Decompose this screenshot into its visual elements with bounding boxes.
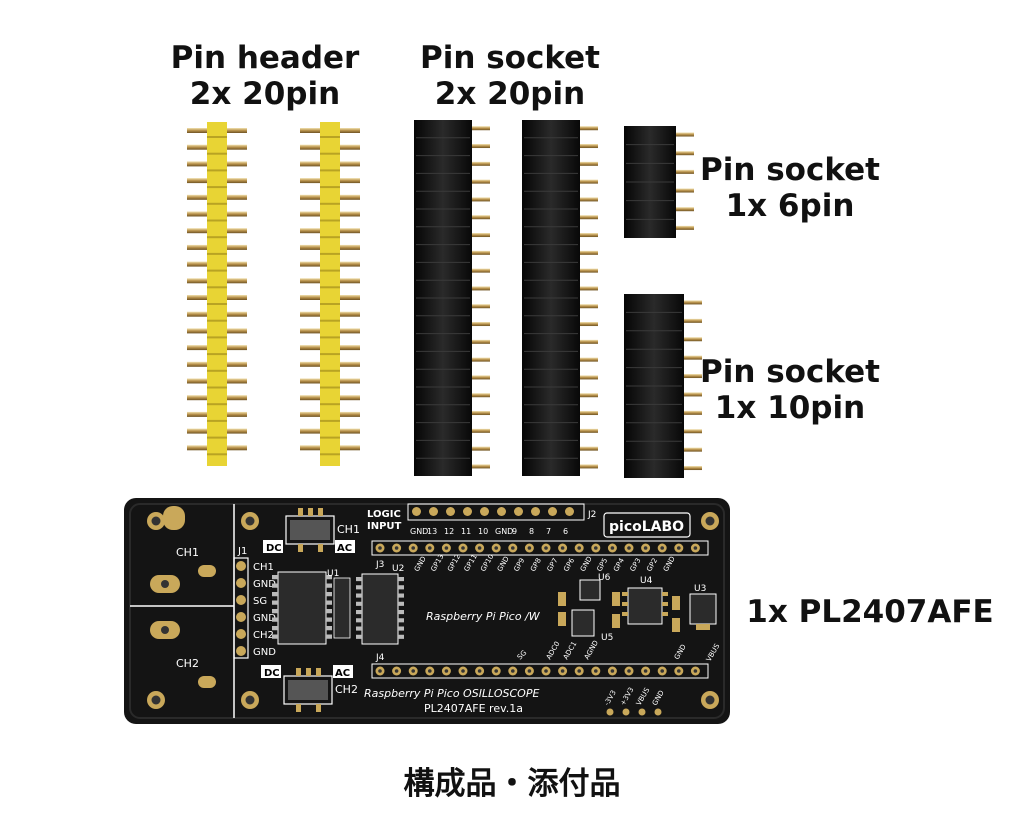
pin-socket-10-label: Pin socket 1x 10pin <box>700 354 880 426</box>
ac-label-1: AC <box>337 543 352 554</box>
board-revision: PL2407AFE rev.1a <box>424 702 523 715</box>
mounting-hole <box>701 512 719 530</box>
ch2-label: CH2 <box>176 657 199 670</box>
logic-pin-label: 11 <box>461 527 471 536</box>
mounting-hole <box>147 691 165 709</box>
logic-pin-label: 6 <box>563 527 568 536</box>
switch-ch2-label: CH2 <box>335 683 358 696</box>
logic-pin-label: 10 <box>478 527 488 536</box>
j2-ref: J2 <box>587 510 596 520</box>
u2-chip <box>356 573 404 645</box>
u2-ref: U2 <box>392 564 404 574</box>
logic-pin-label: 8 <box>529 527 534 536</box>
u3-ref: U3 <box>694 584 706 594</box>
board-title: Raspberry Pi Pico OSILLOSCOPE <box>364 687 539 700</box>
logic-pin-label: 9 <box>512 527 517 536</box>
u1-support-chips <box>333 577 351 639</box>
pico-top-header <box>375 543 700 553</box>
mounting-hole <box>701 691 719 709</box>
j1-pin-label: GND <box>253 613 276 624</box>
pin-socket-10 <box>624 294 702 478</box>
j3-ref: J3 <box>375 560 384 570</box>
u6-ref: U6 <box>598 573 611 583</box>
caption: 構成品・添付品 <box>403 766 621 802</box>
u6-chip <box>579 579 601 601</box>
j1-ref: J1 <box>237 546 247 557</box>
pin-socket-20-a <box>414 120 490 476</box>
pin-header-strip-2 <box>300 122 360 466</box>
u4-ref: U4 <box>640 576 653 586</box>
j1-pin-label: GND <box>253 579 276 590</box>
u3-regulator <box>689 593 717 630</box>
logic-pin-label: 7 <box>546 527 551 536</box>
j1-pin-label: CH2 <box>253 630 274 641</box>
pin-socket-20-b <box>522 120 598 476</box>
j1-pin-label: SG <box>253 596 267 607</box>
mounting-hole <box>241 512 259 530</box>
logic-pin-label: GND <box>410 527 428 536</box>
pico-bottom-header <box>375 666 700 676</box>
pico-label: Raspberry Pi Pico /W <box>426 610 541 623</box>
board-label: 1x PL2407AFE <box>746 594 994 630</box>
mounting-hole <box>241 691 259 709</box>
u1-ref: U1 <box>327 569 339 579</box>
logic-pin-label: 13 <box>427 527 437 536</box>
u5-chip <box>571 609 595 637</box>
ch1-coupling-switch <box>285 508 335 552</box>
pin-socket-6-label: Pin socket 1x 6pin <box>700 152 880 224</box>
u1-chip <box>272 571 332 645</box>
ch1-label: CH1 <box>176 546 199 559</box>
switch-ch1-label: CH1 <box>337 523 360 536</box>
mounting-hole <box>147 512 165 530</box>
logic-label-1: LOGIC <box>367 509 401 520</box>
ch2-coupling-switch <box>283 668 333 712</box>
j1-pin-label: CH1 <box>253 562 274 573</box>
pin-header-label: Pin header 2x 20pin <box>170 40 360 112</box>
dc-label-2: DC <box>264 668 280 679</box>
u4-chip <box>622 587 668 625</box>
dc-label-1: DC <box>266 543 282 554</box>
picolabo-logo: picoLABO <box>609 519 684 535</box>
pin-socket-6 <box>624 126 694 238</box>
ch1-probe-pads <box>150 506 216 593</box>
logic-label-2: INPUT <box>367 521 402 532</box>
j1-pin-label: GND <box>253 647 276 658</box>
smd-capacitors <box>558 592 680 632</box>
ac-label-2: AC <box>335 668 350 679</box>
logic-pin-label: GND <box>495 527 513 536</box>
pin-header-strip-1 <box>187 122 247 466</box>
logic-pin-label: 12 <box>444 527 454 536</box>
ch2-probe-pads <box>150 621 216 688</box>
j4-ref: J4 <box>375 653 385 663</box>
u5-ref: U5 <box>601 633 613 643</box>
pin-socket-20-label: Pin socket 2x 20pin <box>420 40 600 112</box>
